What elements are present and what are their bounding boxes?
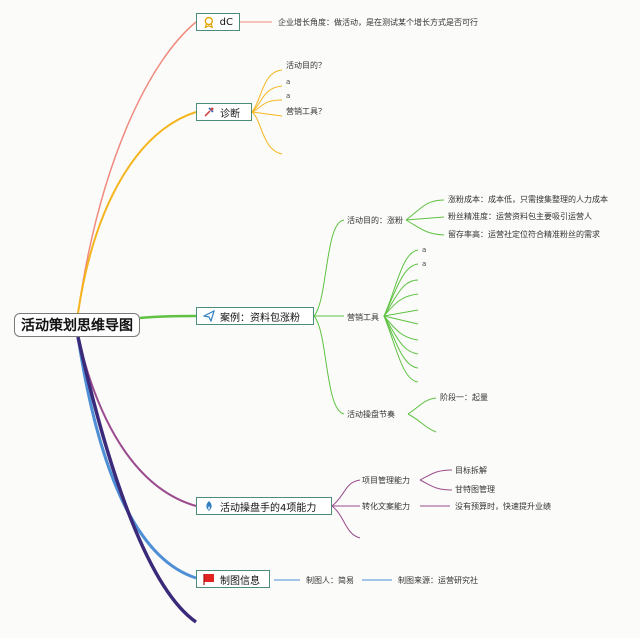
award-icon: [204, 16, 214, 28]
diagnosis-item-4: 营销工具？: [286, 106, 326, 116]
topic-abilities-label: 活动操盘手的4项能力: [220, 502, 317, 514]
abilities-branches: [331, 469, 453, 539]
flag-icon: [203, 574, 214, 585]
case-tools-item-1: a: [422, 246, 426, 254]
info-item-2: 制图来源：运营研究社: [398, 575, 478, 585]
case-rhythm-item-1: 阶段一：起量: [440, 392, 488, 402]
root-label: 活动策划思维导图: [21, 318, 133, 334]
case-tools-label: 营销工具: [347, 312, 379, 322]
topic-info-label: 制图信息: [220, 575, 260, 587]
case-goal-label: 活动目的：涨粉: [347, 215, 403, 225]
branch-dc: [77, 21, 197, 314]
tools-icon: [204, 107, 214, 117]
abilities-copy-label: 转化文案能力: [362, 501, 410, 511]
diagnosis-branches: [251, 69, 283, 155]
case-goal-item-2: 粉丝精准度：运营资料包主要吸引运营人: [448, 211, 592, 221]
topic-dc-label: dC: [219, 16, 233, 28]
root-topic[interactable]: 活动策划思维导图: [14, 313, 140, 337]
case-branches: [313, 199, 445, 433]
info-item-1: 制图人：简易: [306, 575, 354, 585]
topic-case-label: 案例：资料包涨粉: [220, 312, 300, 324]
case-goal-item-1: 涨粉成本：成本低，只需搜集整理的人力成本: [448, 194, 608, 204]
diagnosis-item-2: a: [286, 78, 290, 86]
case-rhythm-label: 活动操盘节奏: [347, 409, 395, 419]
branch-diagnosis: [77, 111, 197, 314]
abilities-pm-item-2: 甘特图管理: [455, 484, 495, 494]
diagnosis-item-3: a: [286, 92, 290, 100]
dc-note: 企业增长角度：做活动，是在测试某个增长方式是否可行: [278, 17, 478, 27]
topic-info[interactable]: 制图信息: [196, 570, 270, 588]
case-goal-item-3: 留存率高：运营社定位符合精准粉丝的需求: [448, 229, 600, 239]
case-tools-item-2: a: [422, 260, 426, 268]
topic-diagnosis[interactable]: 诊断: [196, 103, 252, 121]
fire-icon: [206, 501, 212, 511]
branch-extra: [76, 336, 198, 624]
abilities-pm-label: 项目管理能力: [362, 475, 410, 485]
send-icon: [203, 310, 215, 322]
branch-info: [76, 336, 197, 580]
diagnosis-item-1: 活动目的？: [286, 60, 326, 70]
abilities-copy-item-1: 没有预算时，快速提升业绩: [455, 501, 551, 511]
topic-diagnosis-label: 诊断: [220, 108, 240, 120]
topic-dc[interactable]: dC: [196, 13, 240, 31]
branch-case: [139, 314, 197, 320]
topic-case[interactable]: 案例：资料包涨粉: [196, 307, 314, 325]
topic-abilities[interactable]: 活动操盘手的4项能力: [196, 497, 332, 515]
abilities-pm-item-1: 目标拆解: [455, 465, 487, 475]
